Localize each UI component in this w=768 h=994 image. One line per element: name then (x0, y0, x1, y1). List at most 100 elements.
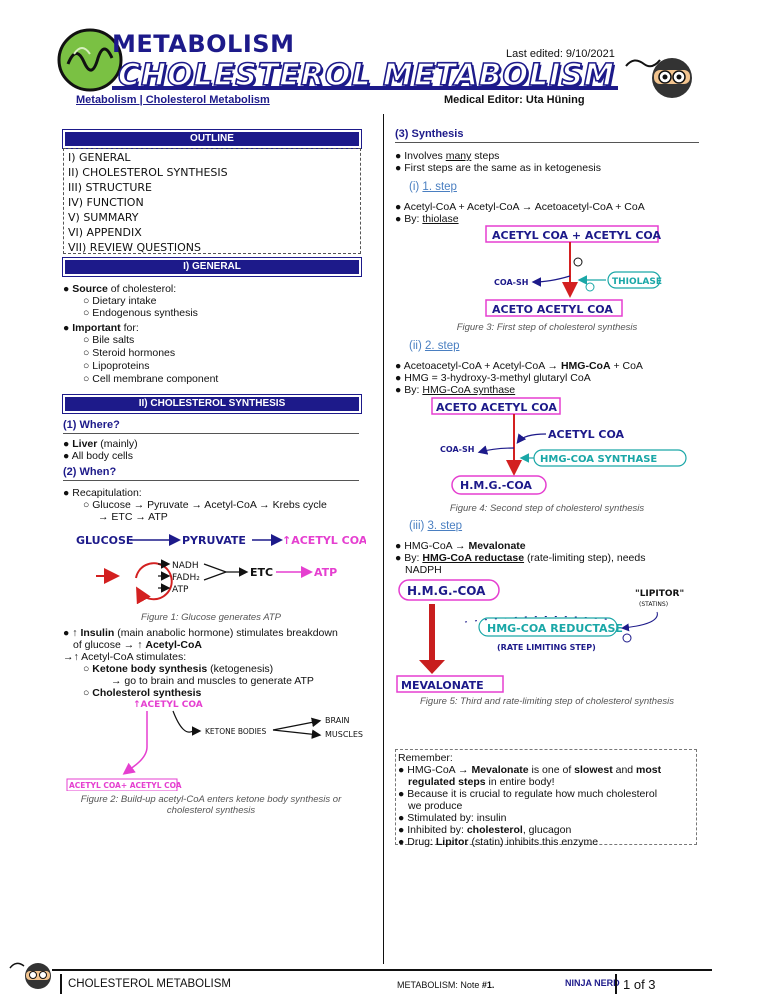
fig2-acetyl: ↑ACETYL COA (133, 700, 203, 710)
synth-item: ● First steps are the same as in ketogen… (395, 162, 601, 174)
fig5-enzyme: HMG-COA REDUCTASE (487, 622, 623, 635)
fig4-acetyl: ACETYL COA (548, 428, 625, 441)
outline-item[interactable]: II) CHOLESTEROL SYNTHESIS (68, 166, 228, 179)
fig1-glucose: GLUCOSE (76, 534, 133, 547)
remember-box (395, 749, 697, 845)
outline-item[interactable]: VII) REVIEW QUESTIONS (68, 241, 201, 254)
fig2-brain: BRAIN (325, 716, 350, 725)
when-heading: (2) When? (63, 466, 117, 478)
fig3-top: ACETYL COA + ACETYL COA (492, 229, 661, 242)
remember-item: we produce (408, 800, 463, 812)
outline-item[interactable]: III) STRUCTURE (68, 181, 152, 194)
step-2-enzyme: ● By: HMG-CoA synthase (395, 384, 516, 396)
fig4-enzyme: HMG-COA SYNTHASE (540, 454, 657, 465)
important-item: ○ Lipoproteins (83, 360, 150, 372)
footer-brand-logo: NINJA NERD (565, 978, 620, 988)
outline-box: I) GENERAL II) CHOLESTEROL SYNTHESIS III… (63, 148, 361, 254)
insulin-line: ● ↑ Insulin (main anabolic hormone) stim… (63, 627, 338, 639)
important-item: ○ Cell membrane component (83, 373, 219, 385)
footer-separator (60, 974, 62, 994)
outline-item[interactable]: VI) APPENDIX (68, 226, 142, 239)
step-1-heading[interactable]: (i) 1. step (409, 181, 457, 193)
figure-1-glucose-atp: GLUCOSE PYRUVATE ↑ACETYL COA NADH FADH₂ … (76, 534, 366, 605)
figure-1-caption: Figure 1: Glucose generates ATP (141, 612, 281, 623)
remember-item: ● HMG-CoA → Mevalonate is one of slowest… (398, 764, 662, 776)
figure-5-hmg-reductase: H.M.G.-COA HMG-COA REDUCTASE "LIPITOR" (… (396, 579, 684, 693)
fig2-ketone: KETONE BODIES (205, 727, 267, 736)
fig1-pyruvate: PYRUVATE (182, 534, 246, 547)
fig5-statins: (STATINS) (639, 601, 668, 608)
footer-separator (615, 974, 617, 994)
fig5-lipitor: "LIPITOR" (635, 589, 684, 599)
important-item: ○ Bile salts (83, 334, 135, 346)
subheading-rule (63, 433, 359, 434)
subheading-rule (63, 480, 359, 481)
fig1-atp-out: ATP (314, 566, 337, 579)
fig3-cosh: COA-SH (494, 278, 528, 287)
fig4-bottom: H.M.G.-COA (460, 479, 532, 492)
fig1-fadh: FADH₂ (172, 573, 200, 583)
outline-item[interactable]: V) SUMMARY (68, 211, 139, 224)
figure-2-acetyl-fate: ↑ACETYL COA KETONE BODIES BRAIN MUSCLES … (66, 700, 363, 791)
footer-rule (52, 969, 712, 971)
step-3-enzyme: ● By: HMG-CoA reductase (rate-limiting s… (395, 552, 646, 564)
fig4-top: ACETO ACETYL COA (436, 401, 557, 414)
fig5-rate: (RATE LIMITING STEP) (497, 643, 596, 652)
fig1-etc: ETC (250, 566, 273, 579)
synthesis-subheading: (3) Synthesis (395, 128, 464, 140)
footer-ninja-icon (9, 962, 51, 989)
insulin-line: of glucose → ↑ Acetyl-CoA (73, 639, 202, 651)
outline-heading: OUTLINE (62, 129, 362, 149)
category-title: METABOLISM (112, 30, 295, 58)
fig1-acetyl: ↑ACETYL COA (282, 534, 366, 547)
fig4-cosh: COA-SH (440, 445, 474, 454)
step-2-hmg: ● HMG = 3-hydroxy-3-methyl glutaryl CoA (395, 372, 591, 384)
step-2-heading[interactable]: (ii) 2. step (409, 340, 460, 352)
subheading-rule (395, 142, 699, 143)
fig2-bottom: ACETYL COA+ ACETYL COA (69, 781, 182, 790)
remember-item: ● Stimulated by: insulin (398, 812, 507, 824)
fig2-muscles: MUSCLES (325, 730, 363, 739)
step-1-reaction: ● Acetyl-CoA + Acetyl-CoA → Acetoacetyl-… (395, 201, 645, 213)
ketone-sub: → go to brain and muscles to generate AT… (111, 675, 314, 687)
remember-item: ● Because it is crucial to regulate how … (398, 788, 658, 800)
figure-2-caption: Figure 2: Build-up acetyl-CoA enters ket… (80, 794, 342, 816)
cholesterol-item: ○ Cholesterol synthesis (83, 687, 202, 699)
step-3-heading[interactable]: (iii) 3. step (409, 520, 463, 532)
general-heading: I) GENERAL (62, 257, 362, 277)
stimulates-line: →↑ Acetyl-CoA stimulates: (63, 651, 187, 663)
footer-title: CHOLESTEROL METABOLISM (68, 978, 231, 990)
figure-4-hmg-synthase: ACETO ACETYL COA ACETYL COA COA-SH HMG-C… (431, 397, 687, 495)
source-line: ● Source of cholesterol: (63, 283, 177, 295)
recap-item: → ETC → ATP (98, 511, 168, 523)
mitochondria-logo-icon (57, 28, 123, 92)
fig5-bottom: MEVALONATE (401, 679, 484, 692)
where-item: ● All body cells (63, 450, 133, 462)
fig5-top: H.M.G.-COA (407, 584, 486, 598)
ninja-mascot-icon (625, 58, 692, 98)
remember-item: ● Drug: Lipitor (statin) inhibits this e… (398, 836, 599, 848)
figure-4-caption: Figure 4: Second step of cholesterol syn… (449, 503, 645, 514)
step-1-enzyme: ● By: thiolase (395, 213, 459, 225)
fig1-atp: ATP (172, 585, 189, 595)
synth-item: ● Involves many steps (395, 150, 500, 162)
remember-item: ● Inhibited by: cholesterol, glucagon (398, 824, 572, 836)
fig3-bottom: ACETO ACETYL COA (492, 303, 613, 316)
step-2-reaction: ● Acetoacetyl-CoA + Acetyl-CoA → HMG-CoA… (395, 360, 643, 372)
breadcrumb-link[interactable]: Metabolism | Cholesterol Metabolism (76, 94, 270, 106)
step-3-reaction: ● HMG-CoA → Mevalonate (395, 540, 526, 552)
important-line: ● Important for: (63, 322, 139, 334)
outline-item[interactable]: IV) FUNCTION (68, 196, 144, 209)
recap-line: ● Recapitulation: (63, 487, 142, 499)
remember-title: Remember: (398, 752, 453, 764)
outline-item[interactable]: I) GENERAL (68, 151, 131, 164)
fig1-nadh: NADH (172, 561, 199, 571)
figure-5-caption: Figure 5: Third and rate-limiting step o… (420, 696, 674, 707)
remember-item: regulated steps in entire body! (408, 776, 555, 788)
synthesis-heading: II) CHOLESTEROL SYNTHESIS (62, 394, 362, 414)
column-divider (383, 114, 384, 964)
ketone-item: ○ Ketone body synthesis (ketogenesis) (83, 663, 274, 675)
fig3-enzyme: THIOLASE (612, 277, 662, 287)
step-3-nadph: NADPH (405, 564, 442, 576)
recap-item: ○ Glucose → Pyruvate → Acetyl-CoA → Kreb… (83, 499, 327, 511)
